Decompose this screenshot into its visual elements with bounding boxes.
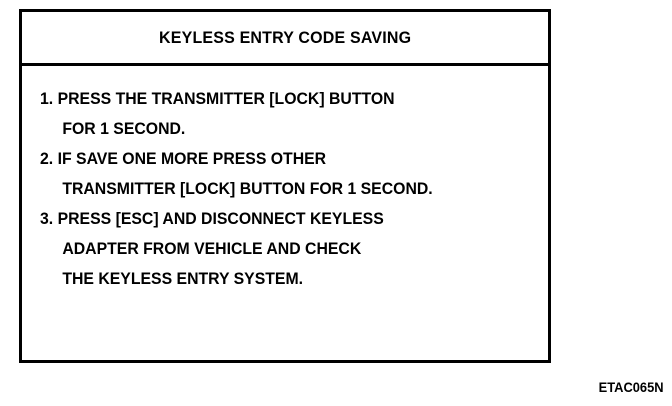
instruction-step-2-continued: TRANSMITTER [LOCK] BUTTON FOR 1 SECOND.	[62, 179, 433, 198]
screen-title: KEYLESS ENTRY CODE SAVING	[158, 27, 412, 47]
instruction-step-2: 2. IF SAVE ONE MORE PRESS OTHER	[40, 149, 327, 168]
instruction-list: 1. PRESS THE TRANSMITTER [LOCK] BUTTON F…	[40, 84, 538, 294]
instruction-step-1-continued: FOR 1 SECOND.	[62, 119, 186, 138]
instruction-screen: KEYLESS ENTRY CODE SAVING 1. PRESS THE T…	[19, 9, 551, 363]
instruction-step-3-continued-b: THE KEYLESS ENTRY SYSTEM.	[62, 269, 304, 288]
instruction-step-3-continued-a: ADAPTER FROM VEHICLE AND CHECK	[62, 239, 362, 258]
figure-code: ETAC065N	[599, 379, 664, 395]
title-bar: KEYLESS ENTRY CODE SAVING	[22, 12, 548, 66]
instruction-step-1: 1. PRESS THE TRANSMITTER [LOCK] BUTTON	[40, 89, 395, 108]
instruction-step-3: 3. PRESS [ESC] AND DISCONNECT KEYLESS	[40, 209, 384, 228]
